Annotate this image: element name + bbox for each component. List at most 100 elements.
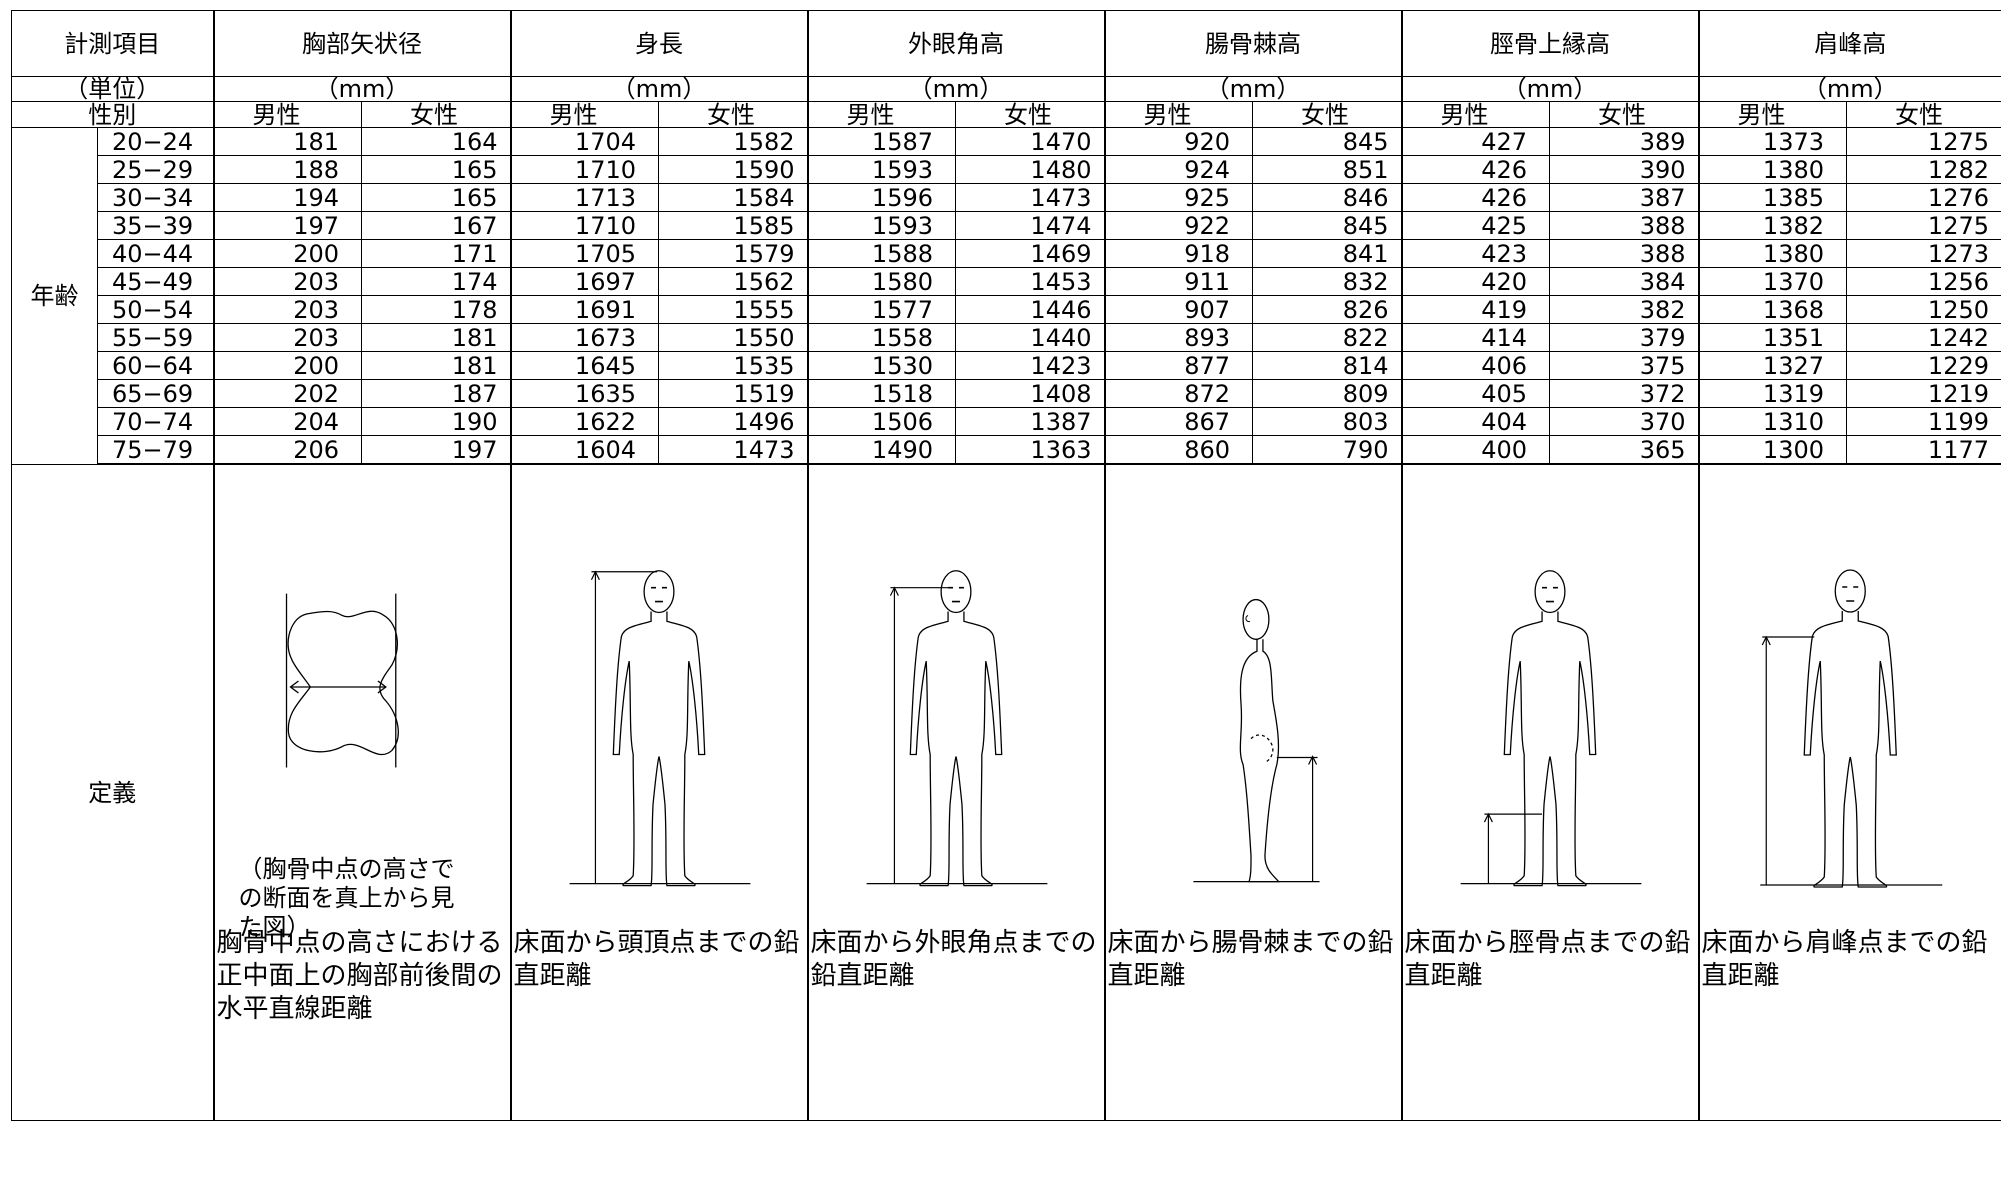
header-row-units: （単位） （mm） （mm） （mm） （mm） （mm） （mm） [11,76,2001,102]
value-female: 190 [361,407,512,436]
value-female: 390 [1549,155,1700,184]
sex-female-5: 女性 [1846,101,2001,128]
value-male: 426 [1401,155,1550,184]
value-female: 388 [1549,239,1700,268]
value-male: 194 [213,183,362,212]
value-female: 375 [1549,351,1700,380]
definition-text-3: 床面から腸骨棘までの鉛直距離 [1107,928,1394,991]
unit-label: （単位） [11,76,215,102]
value-female: 382 [1549,295,1700,324]
definition-label: 定義 [11,463,215,1121]
col-unit-5: （mm） [1698,76,2001,102]
value-male: 922 [1104,211,1253,240]
value-male: 1673 [510,323,659,352]
sex-male-1: 男性 [510,101,659,128]
value-male: 1577 [807,295,956,324]
definition-cell-2: 床面から外眼角点までの鉛直距離 [807,463,1106,1121]
col-unit-3: （mm） [1104,76,1403,102]
value-male: 1710 [510,155,659,184]
definition-text-1: 床面から頭頂点までの鉛直距離 [513,928,800,991]
value-male: 1691 [510,295,659,324]
value-male: 1327 [1698,351,1847,380]
value-male: 203 [213,267,362,296]
age-range: 40−44 [97,239,215,268]
value-female: 389 [1549,127,1700,156]
definition-cell-5: 床面から肩峰点までの鉛直距離 [1698,463,2001,1121]
value-female: 851 [1252,155,1403,184]
value-male: 1368 [1698,295,1847,324]
value-male: 197 [213,211,362,240]
value-male: 406 [1401,351,1550,380]
chest-figure-note: （胸骨中点の高さでの断面を真上から見た図） [238,855,455,941]
value-female: 845 [1252,211,1403,240]
value-female: 372 [1549,379,1700,408]
definition-cell-0: （胸骨中点の高さでの断面を真上から見た図） 胸骨中点の高さにおける正中面上の胸部… [213,463,512,1121]
value-female: 832 [1252,267,1403,296]
value-female: 841 [1252,239,1403,268]
value-female: 1585 [658,211,809,240]
value-female: 826 [1252,295,1403,324]
value-male: 1713 [510,183,659,212]
col-title-3: 腸骨棘高 [1104,10,1403,77]
value-female: 1535 [658,351,809,380]
value-male: 404 [1401,407,1550,436]
value-female: 1446 [955,295,1106,324]
value-female: 1470 [955,127,1106,156]
anthropometric-table-container: 計測項目 胸部矢状径 身長 外眼角高 腸骨棘高 脛骨上縁高 肩峰高 （単位） （… [11,10,2001,1121]
value-female: 1273 [1846,239,2001,268]
value-male: 427 [1401,127,1550,156]
value-female: 1219 [1846,379,2001,408]
age-range: 70−74 [97,407,215,436]
value-male: 1622 [510,407,659,436]
iliac-spine-figure [1106,465,1400,905]
value-male: 420 [1401,267,1550,296]
value-male: 893 [1104,323,1253,352]
value-female: 814 [1252,351,1403,380]
value-male: 911 [1104,267,1253,296]
value-male: 203 [213,323,362,352]
definition-text-2: 床面から外眼角点までの鉛直距離 [810,928,1097,991]
stature-figure [512,465,806,905]
value-female: 187 [361,379,512,408]
value-male: 1604 [510,435,659,465]
age-range: 55−59 [97,323,215,352]
value-male: 925 [1104,183,1253,212]
value-female: 1519 [658,379,809,408]
value-female: 197 [361,435,512,465]
value-male: 405 [1401,379,1550,408]
value-male: 206 [213,435,362,465]
value-male: 867 [1104,407,1253,436]
value-male: 1635 [510,379,659,408]
col-unit-2: （mm） [807,76,1106,102]
sex-label: 性別 [11,101,215,128]
value-male: 1319 [1698,379,1847,408]
value-male: 1385 [1698,183,1847,212]
value-female: 167 [361,211,512,240]
value-female: 1579 [658,239,809,268]
value-male: 188 [213,155,362,184]
value-female: 1480 [955,155,1106,184]
value-female: 1440 [955,323,1106,352]
value-female: 1275 [1846,127,2001,156]
value-male: 1580 [807,267,956,296]
value-male: 872 [1104,379,1253,408]
col-title-0: 胸部矢状径 [213,10,512,77]
value-female: 1473 [955,183,1106,212]
value-female: 181 [361,323,512,352]
age-range: 75−79 [97,435,215,465]
value-male: 1558 [807,323,956,352]
value-male: 924 [1104,155,1253,184]
value-female: 790 [1252,435,1403,465]
value-male: 1380 [1698,239,1847,268]
age-range: 45−49 [97,267,215,296]
value-female: 1423 [955,351,1106,380]
value-male: 1705 [510,239,659,268]
value-male: 918 [1104,239,1253,268]
sex-female-1: 女性 [658,101,809,128]
definition-text-0: 胸骨中点の高さにおける正中面上の胸部前後間の水平直線距離 [216,928,503,1024]
value-female: 809 [1252,379,1403,408]
